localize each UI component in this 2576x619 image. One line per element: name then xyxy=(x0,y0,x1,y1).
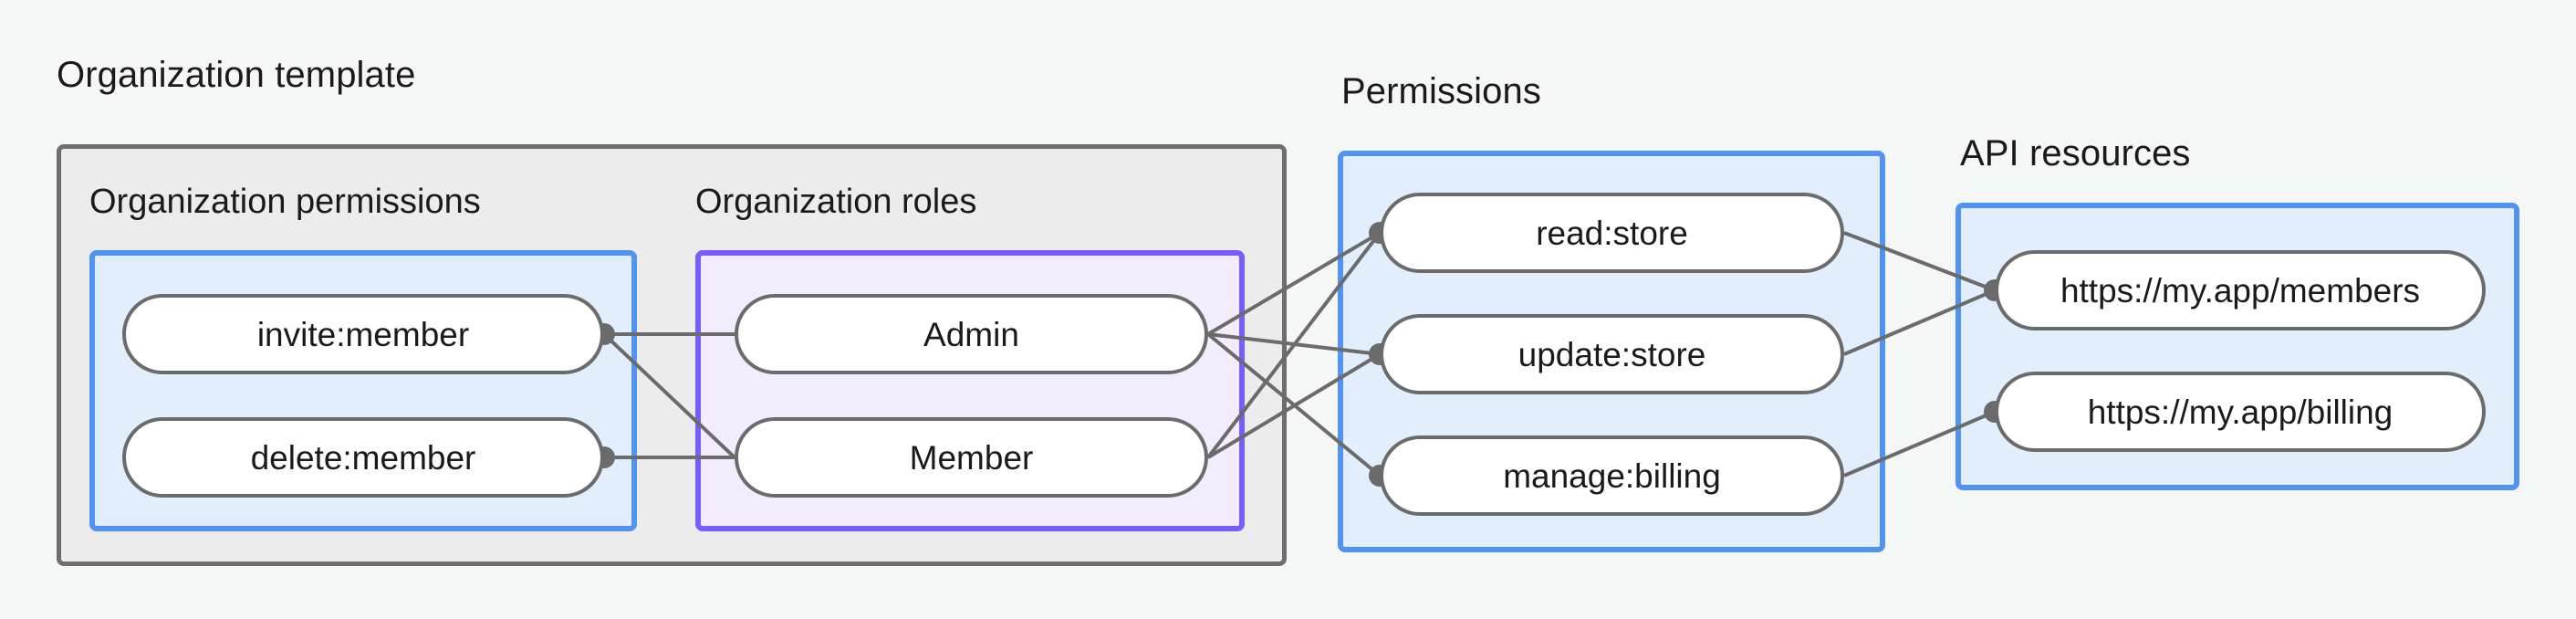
group-label-organization-template: Organization template xyxy=(57,55,416,95)
node-label: Admin xyxy=(923,315,1019,353)
node-label: https://my.app/billing xyxy=(2087,393,2393,431)
node-admin[interactable]: Admin xyxy=(735,294,1208,374)
node-members-url[interactable]: https://my.app/members xyxy=(1995,250,2486,330)
node-member[interactable]: Member xyxy=(735,417,1208,498)
group-label-api-resources: API resources xyxy=(1960,133,2191,173)
group-label-permissions: Permissions xyxy=(1341,71,1541,111)
node-update-store[interactable]: update:store xyxy=(1380,314,1844,394)
node-billing-url[interactable]: https://my.app/billing xyxy=(1995,372,2486,452)
node-delete-member[interactable]: delete:member xyxy=(122,417,604,498)
node-label: Member xyxy=(909,438,1034,477)
node-label: invite:member xyxy=(256,315,470,353)
node-label: delete:member xyxy=(250,438,476,477)
node-manage-billing[interactable]: manage:billing xyxy=(1380,435,1844,516)
group-label-organization-roles: Organization roles xyxy=(695,183,977,221)
node-label: https://my.app/members xyxy=(2060,271,2421,310)
node-read-store[interactable]: read:store xyxy=(1380,193,1844,273)
group-label-organization-permissions: Organization permissions xyxy=(89,183,481,221)
node-invite-member[interactable]: invite:member xyxy=(122,294,604,374)
node-label: read:store xyxy=(1536,214,1688,252)
node-label: update:store xyxy=(1517,335,1706,373)
node-label: manage:billing xyxy=(1503,456,1721,495)
